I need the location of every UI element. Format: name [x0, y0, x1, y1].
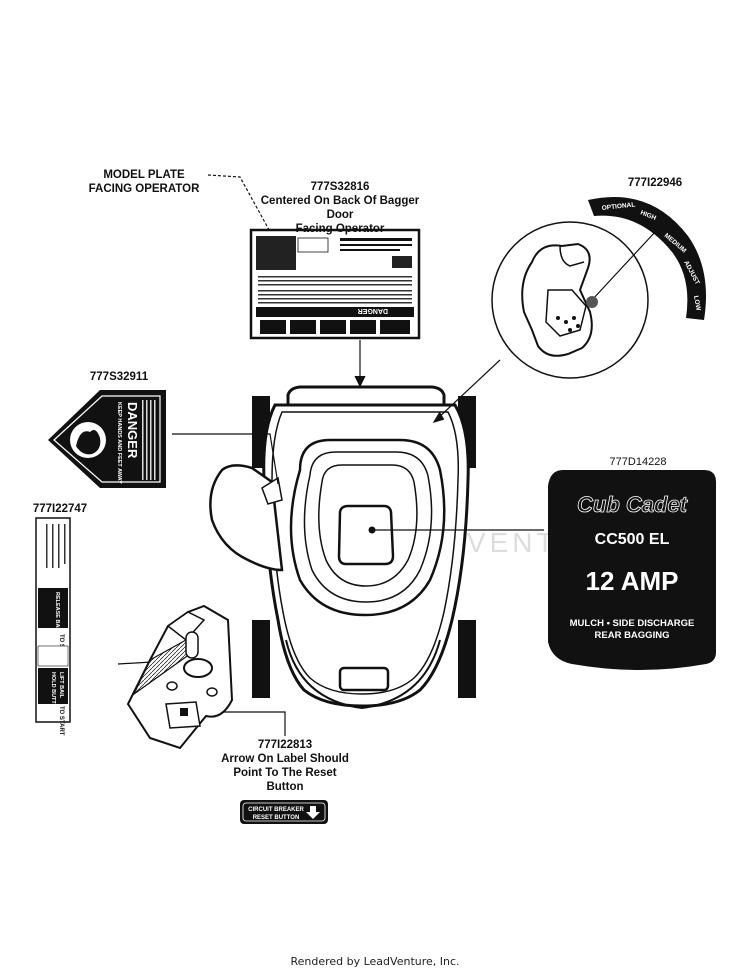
part-number: 777I22813 — [257, 739, 313, 751]
leader-lines — [117, 174, 544, 736]
handle-label-part-number: 777I22747 — [32, 503, 88, 515]
svg-text:CIRCUIT BREAKER: CIRCUIT BREAKER — [248, 807, 304, 813]
wheel-front-left — [252, 620, 270, 698]
svg-text:LOW: LOW — [692, 295, 702, 312]
wheel-front-right — [458, 620, 476, 698]
footer-credit: Rendered by LeadVenture, Inc. — [290, 955, 460, 968]
svg-text:DANGER: DANGER — [125, 402, 140, 459]
svg-text:DANGER: DANGER — [358, 307, 388, 314]
mower-deck — [209, 385, 476, 710]
reset-label-callout: 777I22813 Arrow On Label Should Point To… — [200, 738, 370, 794]
svg-text:RESET BUTTON: RESET BUTTON — [253, 815, 300, 821]
badge-feature1: MULCH • SIDE DISCHARGE — [570, 618, 695, 629]
svg-text:RELEASE BAIL: RELEASE BAIL — [54, 592, 60, 633]
badge-model: CC500 EL — [595, 531, 670, 548]
svg-text:OPTIONAL: OPTIONAL — [601, 202, 635, 212]
danger-side-part-number: 777S32911 — [89, 371, 149, 383]
tab-label-part-number: 777I22946 — [627, 177, 683, 189]
svg-text:KEEP HANDS AND FEET AWAY: KEEP HANDS AND FEET AWAY — [116, 402, 122, 484]
reset-button-label: CIRCUIT BREAKER RESET BUTTON — [240, 800, 328, 824]
svg-text:LIFT BAIL: LIFT BAIL — [58, 672, 64, 699]
bagger-door-callout: 777S32816 Centered On Back Of Bagger Doo… — [240, 180, 440, 236]
svg-text:HOLD BUTTON: HOLD BUTTON — [50, 672, 56, 712]
badge-part-number: 777D14228 — [609, 456, 667, 468]
badge-brand: Cub Cadet — [577, 492, 689, 517]
danger-side-label: DANGER KEEP HANDS AND FEET AWAY — [48, 390, 166, 488]
badge-amp: 12 AMP — [586, 566, 679, 596]
svg-text:TO START: TO START — [58, 706, 64, 736]
part-number: 777S32816 — [310, 181, 370, 193]
model-plate-callout: MODEL PLATE FACING OPERATOR — [88, 169, 200, 195]
zoom-detail — [491, 217, 669, 379]
handle-control-box — [126, 604, 234, 750]
badge-feature2: REAR BAGGING — [595, 630, 670, 641]
cub-cadet-badge: Cub Cadet CC500 EL 12 AMP MULCH • SIDE D… — [548, 470, 716, 670]
handle-label-strip: RELEASE BAIL TO STOP HOLD BUTTON LIFT BA… — [35, 517, 71, 736]
bagger-door-label: DANGER — [249, 228, 421, 340]
